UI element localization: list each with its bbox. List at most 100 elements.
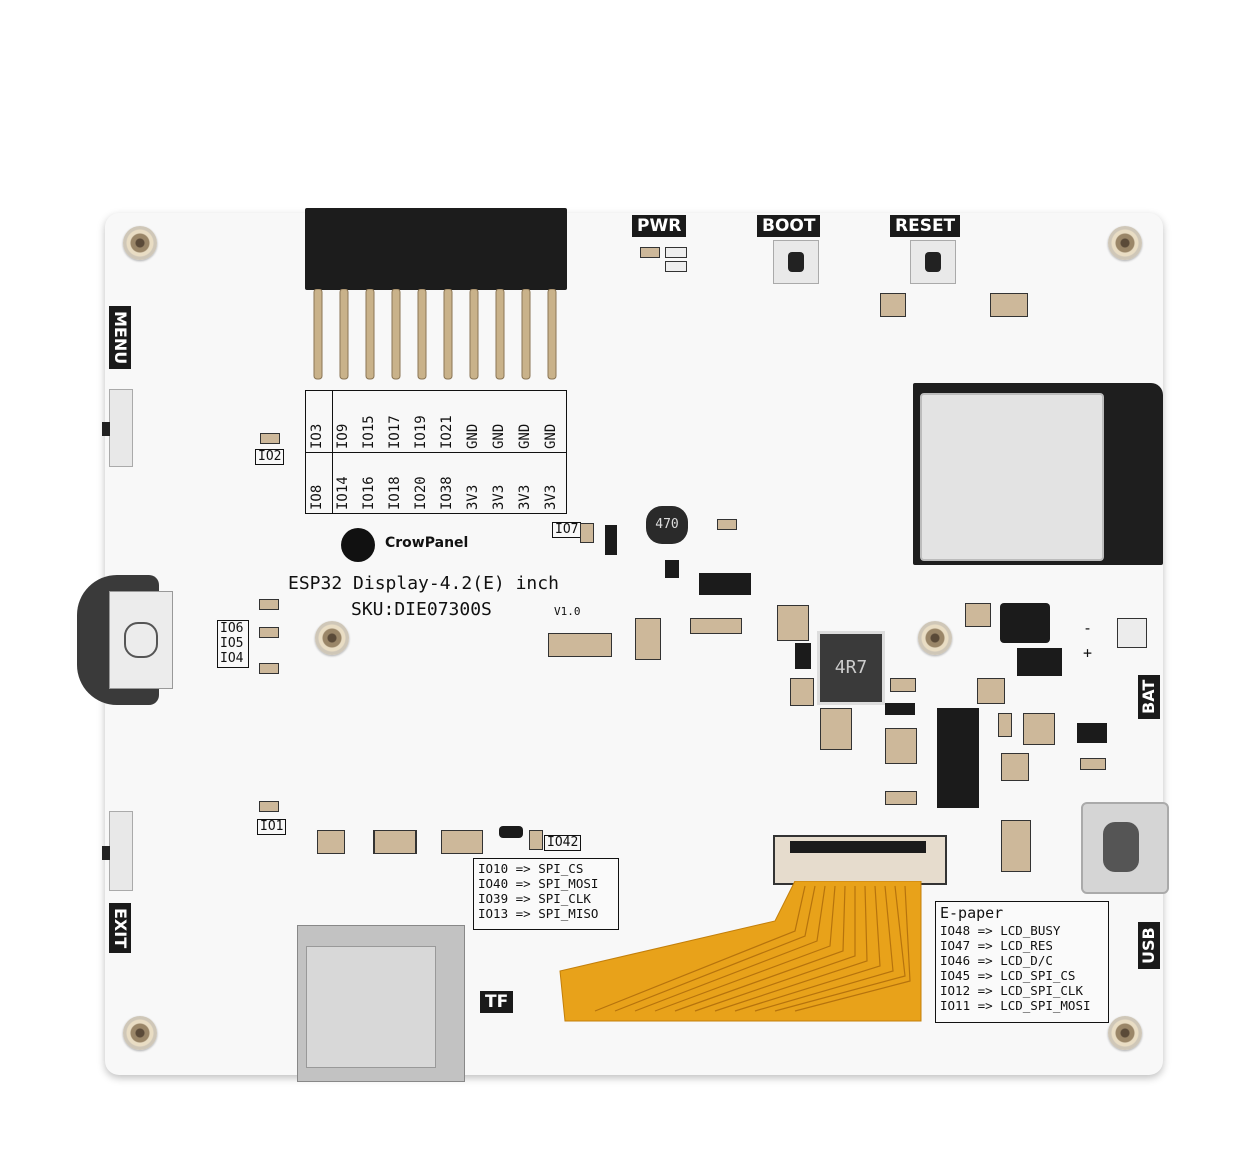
flex-cable xyxy=(559,881,922,1022)
capacitor-group-c17 xyxy=(441,830,483,854)
io7-label: IO7 xyxy=(552,522,582,538)
transistor-q3 xyxy=(665,560,679,578)
io2-label: IO2 xyxy=(255,449,285,465)
capacitor-c4 xyxy=(1001,753,1029,781)
charger-ic-u1 xyxy=(937,708,979,808)
resistor-stack-r5 xyxy=(885,728,917,764)
spi-line: IO13 => SPI_MISO xyxy=(478,906,599,921)
bat-label: BAT xyxy=(1138,674,1160,719)
io1-label: IO1 xyxy=(257,819,287,835)
pin-label: GND xyxy=(491,423,507,449)
epaper-line: IO46 => LCD_D/C xyxy=(940,953,1053,968)
usb-label: USB xyxy=(1138,922,1160,969)
diode-d2 xyxy=(1000,603,1050,643)
transistor-q4 xyxy=(885,703,915,715)
pwr-led xyxy=(640,247,660,258)
pin-label: IO9 xyxy=(335,423,351,449)
resistor-r30 xyxy=(259,663,279,674)
spi-line: IO10 => SPI_CS xyxy=(478,861,584,876)
capacitor-c23 xyxy=(635,618,661,660)
pin-label: GND xyxy=(517,423,533,449)
sku-line: SKU:DIE07300S xyxy=(351,599,492,620)
inductor-l2: 470 xyxy=(646,506,688,544)
pin-table-divider xyxy=(306,452,566,453)
resistor-group-r23 xyxy=(317,830,345,854)
usb-c-port[interactable] xyxy=(1081,802,1169,894)
capacitor-c14 xyxy=(990,293,1028,317)
diode-d3 xyxy=(1017,648,1062,676)
version-label: V1.0 xyxy=(554,605,581,618)
pin-header-table: IO3 IO9 IO15 IO17 IO19 IO21 GND GND GND … xyxy=(305,390,567,514)
spi-line: IO40 => SPI_MOSI xyxy=(478,876,599,891)
capacitor-stack-c12 xyxy=(777,605,809,641)
pin-label: 3V3 xyxy=(491,484,507,510)
pin-label: IO17 xyxy=(387,415,403,449)
mounting-hole-bottom-right xyxy=(1108,1016,1142,1050)
resistor-r15 xyxy=(529,830,543,850)
resistor-r12 xyxy=(1080,758,1106,770)
io5-label: IO5 xyxy=(220,636,244,651)
mounting-hole-top-left xyxy=(123,226,157,260)
transistor-q2 xyxy=(795,643,811,669)
pin-label: IO18 xyxy=(387,476,403,510)
menu-switch-actuator[interactable] xyxy=(102,422,110,436)
mounting-hole-bottom-left xyxy=(123,1016,157,1050)
reset-button[interactable] xyxy=(910,240,956,284)
transistor-q xyxy=(605,525,617,555)
io-group-box: IO6 IO5 IO4 xyxy=(217,620,249,668)
epaper-line: IO45 => LCD_SPI_CS xyxy=(940,968,1076,983)
pin-label: IO19 xyxy=(413,415,429,449)
capacitor-c5 xyxy=(1023,713,1055,745)
menu-switch[interactable] xyxy=(102,389,133,467)
io42-label: IO42 xyxy=(544,835,582,851)
io4-label: IO4 xyxy=(220,651,244,666)
resistor-r6 xyxy=(998,713,1012,737)
usb-c-socket[interactable] xyxy=(1103,822,1139,872)
transistor-array xyxy=(699,573,751,595)
pin-label: IO38 xyxy=(439,476,455,510)
capacitor-stack-c9 xyxy=(820,708,852,750)
boot-label: BOOT xyxy=(757,215,821,237)
spi-pin-box: IO10 => SPI_CS IO40 => SPI_MOSI IO39 => … xyxy=(473,858,619,930)
mounting-hole-h5 xyxy=(315,621,349,655)
inductor-l1: 4R7 xyxy=(817,631,885,705)
tf-card-slot[interactable] xyxy=(297,925,465,1082)
menu-label: MENU xyxy=(109,306,131,370)
epaper-line: IO48 => LCD_BUSY xyxy=(940,923,1061,938)
pwr-resistor xyxy=(665,247,687,258)
pin-label: IO15 xyxy=(361,415,377,449)
mounting-hole-h6 xyxy=(918,621,952,655)
reset-label: RESET xyxy=(890,215,961,237)
bat-plus-label: + xyxy=(1083,644,1093,662)
transistor-q14 xyxy=(499,826,523,838)
capacitor-c29 xyxy=(690,618,742,634)
pin-label: GND xyxy=(543,423,559,449)
pin-label: 3V3 xyxy=(465,484,481,510)
pin-header-connector[interactable] xyxy=(305,208,567,290)
epaper-pin-box: E-paper IO48 => LCD_BUSY IO47 => LCD_RES… xyxy=(935,901,1109,1023)
mounting-hole-top-right xyxy=(1108,226,1142,260)
tf-card-slot-cover[interactable] xyxy=(306,946,436,1068)
resistor-r29 xyxy=(259,599,279,610)
epaper-title: E-paper xyxy=(940,904,1004,922)
header-pins xyxy=(313,289,557,380)
rotary-dial-knob[interactable] xyxy=(124,622,158,658)
pcb-board: PWR BOOT RESET IO3 IO9 IO15 IO17 IO19 IO… xyxy=(77,208,1169,1082)
pin-label: GND xyxy=(465,423,481,449)
reset-button-cap[interactable] xyxy=(925,252,941,272)
exit-switch[interactable] xyxy=(102,811,133,891)
model-line: ESP32 Display-4.2(E) inch xyxy=(288,573,559,594)
fpc-latch[interactable] xyxy=(790,841,926,853)
capacitor-c2 xyxy=(880,293,906,317)
rotary-dial-body[interactable] xyxy=(109,591,173,689)
battery-connector[interactable] xyxy=(1117,618,1147,648)
boot-button[interactable] xyxy=(773,240,819,284)
boot-button-cap[interactable] xyxy=(788,252,804,272)
exit-switch-actuator[interactable] xyxy=(102,846,110,860)
epaper-line: IO11 => LCD_SPI_MOSI xyxy=(940,998,1091,1013)
exit-label: EXIT xyxy=(109,903,131,954)
resistor-r31 xyxy=(259,627,279,638)
epaper-line: IO12 => LCD_SPI_CLK xyxy=(940,983,1083,998)
resistor-r32 xyxy=(890,678,916,692)
capacitor-bank xyxy=(548,633,612,657)
